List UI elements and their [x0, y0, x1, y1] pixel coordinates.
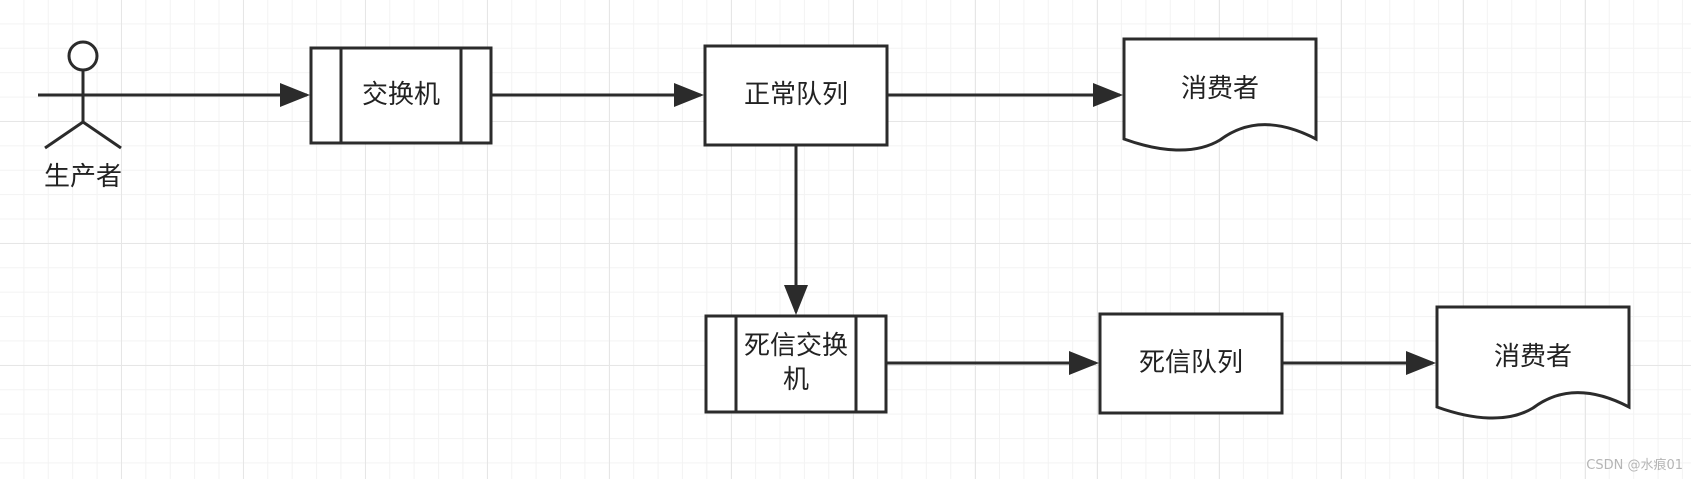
normal-queue-label: 正常队列 [743, 79, 848, 110]
exchange-label: 交换机 [361, 79, 440, 110]
consumer-2-label: 消费者 [1493, 342, 1572, 373]
watermark: CSDN @水痕01 [1586, 458, 1683, 473]
producer-actor-icon [38, 40, 128, 150]
exchange-node[interactable] [309, 46, 493, 145]
producer-label: 生产者 [43, 162, 122, 193]
consumer-1-node[interactable] [1122, 37, 1318, 152]
dead-letter-exchange-label: 死信交换机 [743, 331, 848, 395]
consumer-2-node[interactable] [1435, 305, 1631, 420]
dead-letter-queue-label: 死信队列 [1138, 347, 1243, 378]
dead-letter-exchange-node[interactable] [704, 314, 888, 414]
consumer-1-label: 消费者 [1180, 74, 1259, 105]
